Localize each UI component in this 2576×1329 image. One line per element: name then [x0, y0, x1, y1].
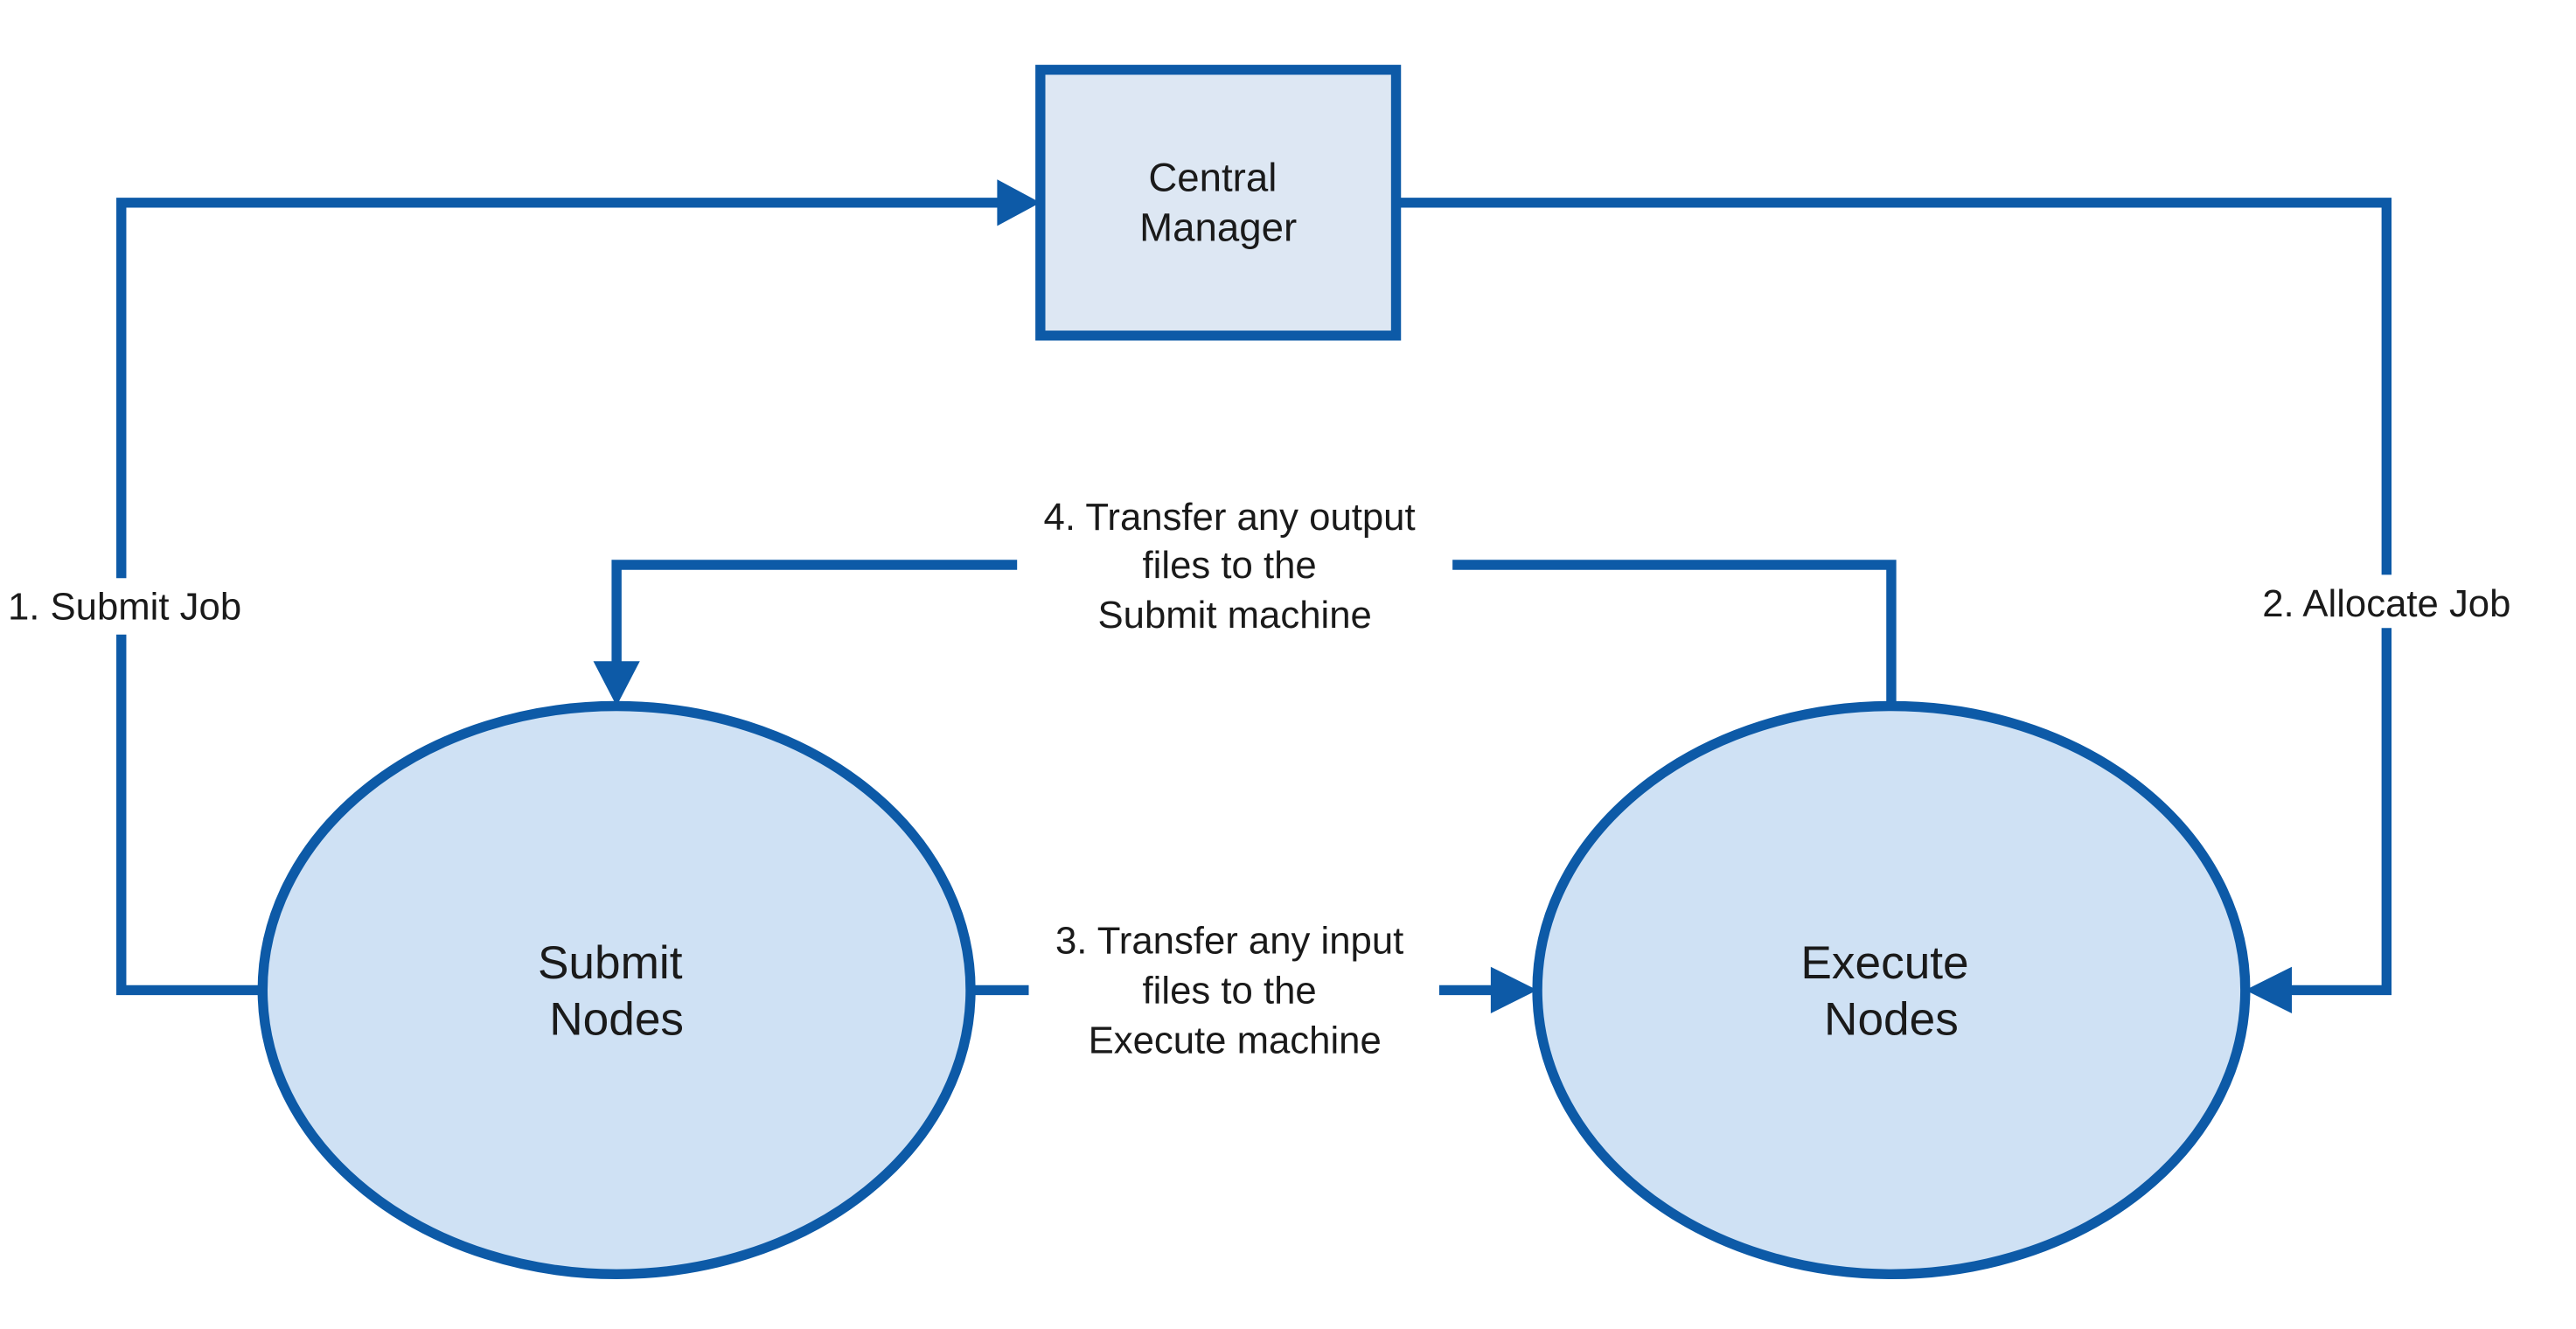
edge-transfer-input-label-line-2: files to the — [1143, 970, 1317, 1012]
submit-nodes-label-line-1: Submit — [538, 937, 683, 989]
edge-transfer-output-label-line-1: 4. Transfer any output — [1044, 496, 1416, 539]
edge-transfer-input-label-line-3: Execute machine — [1089, 1019, 1382, 1062]
edge-transfer-input-label: 3. Transfer any input files to the Execu… — [1055, 920, 1414, 1062]
edge-transfer-output: 4. Transfer any output files to the Subm… — [593, 496, 1897, 706]
node-execute-nodes: Execute Nodes — [1532, 700, 2251, 1279]
edge-transfer-output-label: 4. Transfer any output files to the Subm… — [1044, 496, 1426, 637]
edge-transfer-input: 3. Transfer any input files to the Execu… — [970, 920, 1538, 1062]
node-submit-nodes: Submit Nodes — [257, 700, 976, 1279]
edge-transfer-output-label-line-3: Submit machine — [1098, 594, 1372, 637]
edge-transfer-input-arrowhead — [1490, 966, 1538, 1013]
edge-transfer-output-label-line-2: files to the — [1143, 544, 1317, 587]
execute-nodes-label: Execute Nodes — [1800, 937, 1981, 1046]
submit-nodes-ellipse — [257, 700, 976, 1279]
node-central-manager: Central Manager — [1035, 65, 1402, 341]
edge-transfer-input-label-line-1: 3. Transfer any input — [1055, 920, 1403, 963]
submit-nodes-label-line-2: Nodes — [549, 994, 684, 1046]
execute-nodes-ellipse — [1532, 700, 2251, 1279]
edge-allocate-job-arrowhead — [2245, 966, 2292, 1013]
central-manager-label: Central Manager — [1139, 156, 1297, 250]
edge-transfer-output-line-right — [1452, 560, 1897, 706]
execute-nodes-label-line-1: Execute — [1800, 937, 1968, 989]
edge-allocate-job-line-lower — [2285, 628, 2392, 996]
edge-submit-job: 1. Submit Job — [8, 179, 1041, 996]
edge-allocate-job: 2. Allocate Job — [1397, 198, 2510, 1013]
edge-transfer-output-arrowhead — [593, 661, 640, 706]
edge-allocate-job-line-upper — [1397, 198, 2392, 575]
edge-submit-job-arrowhead — [997, 179, 1041, 226]
central-manager-box — [1035, 65, 1402, 341]
edge-submit-job-line-upper — [116, 198, 1007, 579]
edge-submit-job-line-lower — [116, 634, 263, 996]
edge-submit-job-label: 1. Submit Job — [8, 586, 241, 629]
submit-nodes-label: Submit Nodes — [538, 937, 695, 1046]
edge-transfer-output-line-left — [611, 560, 1018, 664]
execute-nodes-label-line-2: Nodes — [1824, 994, 1959, 1046]
central-manager-label-line-1: Central — [1148, 156, 1277, 200]
edge-allocate-job-label: 2. Allocate Job — [2262, 582, 2510, 625]
central-manager-label-line-2: Manager — [1139, 205, 1297, 250]
